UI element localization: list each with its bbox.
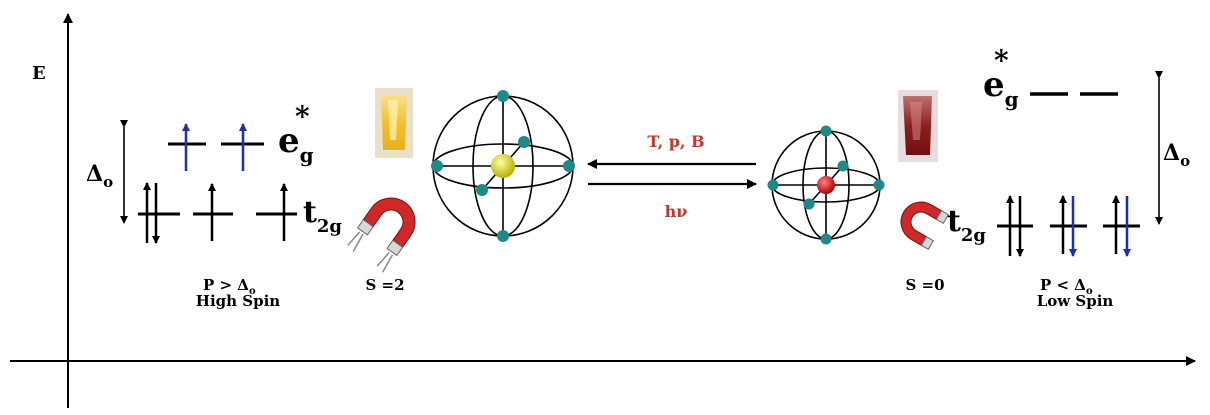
svg-text:eg: eg (983, 65, 1019, 111)
ls-delta-sub: o (1180, 152, 1190, 170)
svg-text:t2g: t2g (303, 195, 342, 237)
ls-eg-label: e (983, 65, 1005, 105)
svg-text:P < Δo: P < Δo (1040, 276, 1093, 297)
forward-stimuli-label: T, p, B (647, 132, 704, 151)
ls-ligand-atoms (767, 125, 885, 245)
ls-magnet-icon (900, 201, 950, 251)
hs-magnet-icon (347, 197, 416, 273)
hs-spin-state: S =2 (365, 276, 404, 294)
hs-ligand-atoms (431, 90, 575, 242)
ls-eg-star: * (994, 44, 1009, 77)
svg-text:t2g: t2g (947, 204, 986, 246)
svg-text:Δo: Δo (1163, 140, 1190, 170)
high-spin-splitting: Δo eg * t2g P > Δo High Spin S =2 (86, 100, 405, 310)
reverse-stimulus-label: hν (665, 202, 688, 221)
ls-eg-sub: g (1005, 87, 1019, 111)
ls-crystal-image (898, 90, 938, 162)
hs-eg-label: e (278, 121, 300, 161)
hs-crystal-image (375, 88, 413, 158)
ls-t2g-label: t (947, 204, 961, 239)
ls-condition: P < Δ (1040, 276, 1086, 294)
ls-delta-label: Δ (1163, 140, 1180, 166)
hs-eg-star: * (295, 100, 310, 133)
y-axis-label: E (32, 63, 46, 84)
hs-eg-sub: g (300, 143, 314, 167)
hs-condition: P > Δ (203, 276, 249, 294)
hs-metal-ion (491, 154, 515, 178)
hs-condition-sub: o (249, 286, 256, 297)
low-spin-splitting: eg * Δo t2g P < Δo Low Spin S =0 (905, 44, 1190, 310)
svg-text:eg: eg (278, 121, 314, 167)
hs-delta-label: Δ (86, 161, 103, 187)
svg-text:P > Δo: P > Δo (203, 276, 256, 297)
hs-delta-sub: o (103, 173, 113, 191)
equilibrium-arrows: T, p, B hν (587, 132, 757, 221)
energy-axes: E (10, 13, 1196, 408)
ls-t2g-sub: 2g (961, 225, 987, 246)
hs-t2g-sub: 2g (317, 216, 343, 237)
hs-t2g-label: t (303, 195, 317, 230)
ls-condition-sub: o (1086, 286, 1093, 297)
ls-spin-name: Low Spin (1037, 292, 1114, 310)
svg-text:Δo: Δo (86, 161, 113, 191)
ls-metal-ion (817, 176, 835, 194)
ls-spin-state: S =0 (905, 276, 944, 294)
hs-spin-name: High Spin (196, 292, 281, 310)
